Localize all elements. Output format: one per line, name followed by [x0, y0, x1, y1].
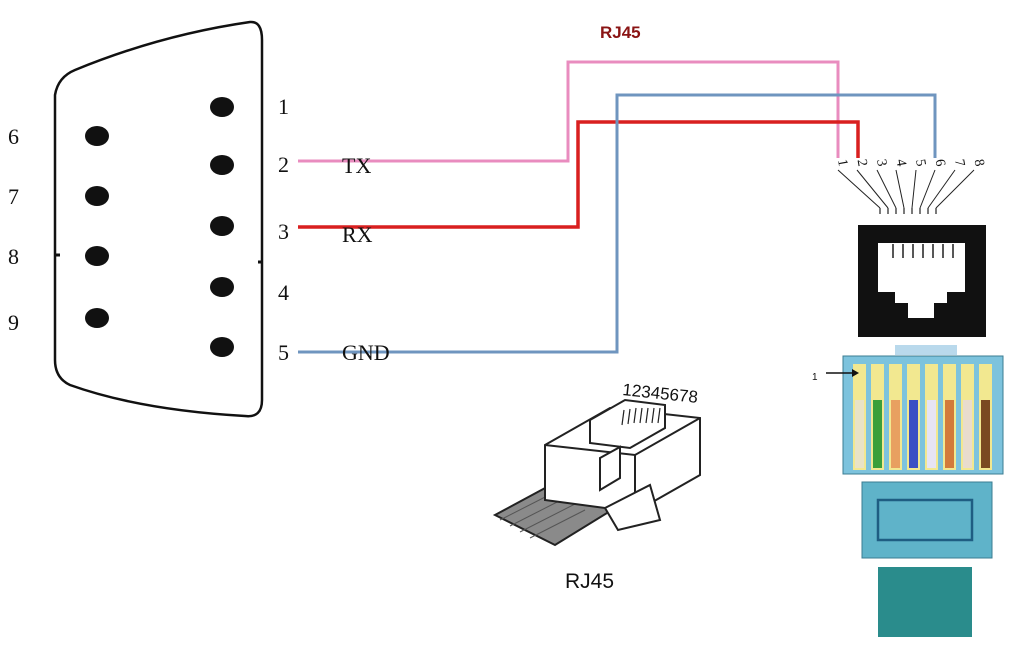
rj45-jack-pin-number-6: 6: [932, 158, 948, 167]
rj45-jack-pin-number-2: 2: [854, 158, 870, 167]
wire-gnd: [298, 93, 937, 354]
db9-pin-number-7: 7: [8, 184, 19, 209]
db9-pin-number-8: 8: [8, 244, 19, 269]
signal-label-rx: RX: [342, 222, 373, 247]
rj45-pin1-marker: 1: [812, 372, 818, 383]
db9-pin-number-5: 5: [278, 340, 289, 365]
db9-pin-number-1: 1: [278, 94, 289, 119]
db9-pin-number-9: 9: [8, 310, 19, 335]
db9-pin-6: [85, 126, 109, 146]
rj45-pin1-arrow-head: [852, 369, 859, 377]
rj45-plug-drawing-contacts: [621, 407, 661, 426]
db9-pin-9: [85, 308, 109, 328]
rj45-plug-caption: RJ45: [565, 570, 614, 593]
db9-pin-3: [210, 216, 234, 236]
rj45-jack-contact-stubs: [879, 208, 937, 214]
rj45-jack-pin-number-7: 7: [951, 158, 967, 167]
db9-connector-shell: [53, 20, 264, 418]
rj45-jack-pin-number-4: 4: [893, 158, 909, 167]
rj45-jack-pin-number-8: 8: [971, 158, 987, 167]
db9-pin-4: [210, 277, 234, 297]
rj45-plug-drawing: [492, 398, 701, 547]
rj45-jack-pin-fan: [837, 169, 975, 209]
db9-pin-number-6: 6: [8, 124, 19, 149]
diagram-title: RJ45: [600, 23, 641, 42]
rj45-jack-pin-number-3: 3: [873, 158, 889, 167]
db9-pin-1: [210, 97, 234, 117]
db9-pin-5: [210, 337, 234, 357]
signal-label-gnd: GND: [342, 340, 390, 365]
rj45-jack-pin-number-1: 1: [834, 158, 850, 167]
rj45-plug-color: [842, 345, 1004, 637]
signal-label-tx: TX: [342, 153, 371, 178]
db9-pin-number-3: 3: [278, 219, 289, 244]
db9-pin-7: [85, 186, 109, 206]
wire-rx: [298, 120, 860, 229]
db9-pin-2: [210, 155, 234, 175]
rj45-jack-pin-number-5: 5: [912, 158, 928, 167]
wire-tx: [298, 60, 840, 163]
db9-pin-number-2: 2: [278, 152, 289, 177]
db9-pin-8: [85, 246, 109, 266]
rj45-jack: [858, 225, 986, 337]
db9-pin-number-4: 4: [278, 280, 289, 305]
